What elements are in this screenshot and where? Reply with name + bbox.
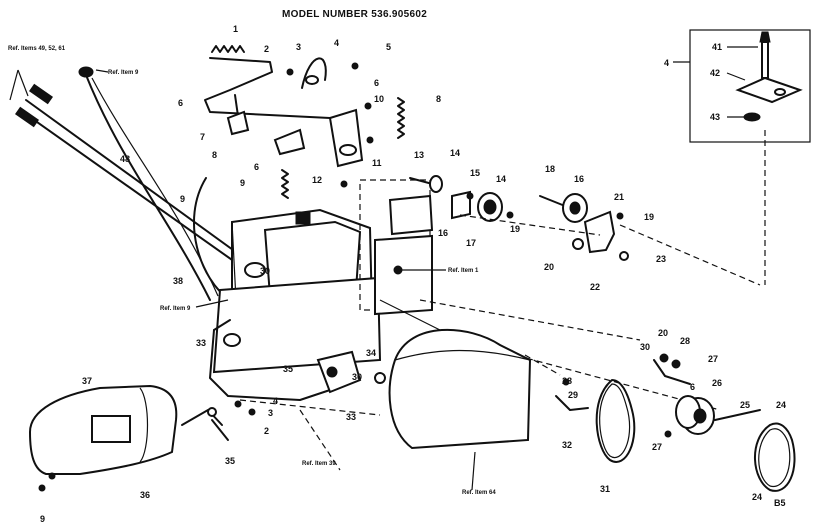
callout-number: 20 xyxy=(658,328,668,338)
frame-plate xyxy=(209,319,386,401)
linkage-parts xyxy=(204,45,405,199)
callout-number: 30 xyxy=(640,342,650,352)
callout-number: 21 xyxy=(614,192,624,202)
callout-number: 23 xyxy=(656,254,666,264)
callout-number: 35 xyxy=(283,364,293,374)
callout-number: 4 xyxy=(334,38,339,48)
callout-number: 29 xyxy=(568,390,578,400)
callout-number: 42 xyxy=(710,68,720,78)
callout-number: 8 xyxy=(436,94,441,104)
model-number-title: MODEL NUMBER 536.905602 xyxy=(282,9,427,20)
ref-label: Ref. Items 49, 52, 61 xyxy=(8,46,66,52)
callout-number: 25 xyxy=(740,400,750,410)
callout-number: 14 xyxy=(496,174,506,184)
callout-number: 26 xyxy=(712,378,722,388)
callout-number: 30 xyxy=(260,266,270,276)
inset-detail xyxy=(673,29,811,143)
callout-number: 48 xyxy=(120,154,130,164)
callout-numbers: 1 2 3 4 5 6 6 6 7 8 8 9 10 11 12 13 14 1… xyxy=(40,24,786,524)
ref-label: Ref. Item 64 xyxy=(462,490,496,496)
callout-number: 11 xyxy=(372,158,382,168)
callout-number: 14 xyxy=(450,148,460,158)
drive-belts-pulley xyxy=(555,353,796,492)
assembly-guide-lines xyxy=(239,130,766,471)
ref-label: Ref. Item 9 xyxy=(108,70,139,76)
belt-guard xyxy=(388,328,532,491)
callout-number: 6 xyxy=(690,382,695,392)
callout-number: 2 xyxy=(264,44,269,54)
callout-number: 27 xyxy=(652,442,662,452)
pulley-parts-upper xyxy=(409,175,629,261)
callout-number: 43 xyxy=(710,112,720,122)
callout-number: 5 xyxy=(386,42,391,52)
callout-number: 36 xyxy=(140,490,150,500)
callout-number: 18 xyxy=(545,164,555,174)
callout-number: 16 xyxy=(574,174,584,184)
engine-block xyxy=(212,179,441,374)
callout-number: 35 xyxy=(225,456,235,466)
callout-number: 15 xyxy=(470,168,480,178)
callout-number: 24 xyxy=(776,400,786,410)
callout-number: 22 xyxy=(590,282,600,292)
callout-number: 38 xyxy=(173,276,183,286)
callout-number: 4 xyxy=(273,396,278,406)
ref-label: Ref. Item 39 xyxy=(302,461,336,467)
callout-number: 3 xyxy=(268,408,273,418)
callout-number: 4 xyxy=(664,58,669,68)
callout-number: 19 xyxy=(644,212,654,222)
callout-number: 31 xyxy=(600,484,610,494)
callout-number: 34 xyxy=(366,348,376,358)
callout-number: 33 xyxy=(196,338,206,348)
callout-number: 28 xyxy=(680,336,690,346)
ref-label: Ref. Item 9 xyxy=(160,306,191,312)
callout-number: 17 xyxy=(466,238,476,248)
callout-number: 32 xyxy=(562,440,572,450)
callout-number: 28 xyxy=(562,376,572,386)
callout-number: 2 xyxy=(264,426,269,436)
callout-number: 9 xyxy=(180,194,185,204)
callout-number: 6 xyxy=(178,98,183,108)
callout-number: 41 xyxy=(712,42,722,52)
callout-number: 16 xyxy=(438,228,448,238)
callout-number: 27 xyxy=(708,354,718,364)
callout-number: 9 xyxy=(240,178,245,188)
callout-number: 24 xyxy=(752,492,762,502)
callout-number: 6 xyxy=(254,162,259,172)
callout-number: 10 xyxy=(374,94,384,104)
callout-number: 1 xyxy=(233,24,238,34)
handle-assembly xyxy=(9,66,241,301)
callout-number: 12 xyxy=(312,175,322,185)
callout-number: 3 xyxy=(296,42,301,52)
callout-number: 20 xyxy=(544,262,554,272)
ref-label: Ref. Item 1 xyxy=(448,268,479,274)
callout-number: 6 xyxy=(374,78,379,88)
belt-cover xyxy=(28,384,178,492)
callout-number: 7 xyxy=(200,132,205,142)
callout-number: 33 xyxy=(346,412,356,422)
callout-number: 8 xyxy=(212,150,217,160)
callout-number: 9 xyxy=(40,514,45,524)
page-code: B5 xyxy=(774,498,786,508)
callout-number: 30 xyxy=(352,372,362,382)
callout-number: 19 xyxy=(510,224,520,234)
lower-bracket xyxy=(181,400,256,441)
callout-number: 13 xyxy=(414,150,424,160)
reference-labels: Ref. Items 49, 52, 61 Ref. Item 9 Ref. I… xyxy=(8,46,786,508)
callout-number: 37 xyxy=(82,376,92,386)
